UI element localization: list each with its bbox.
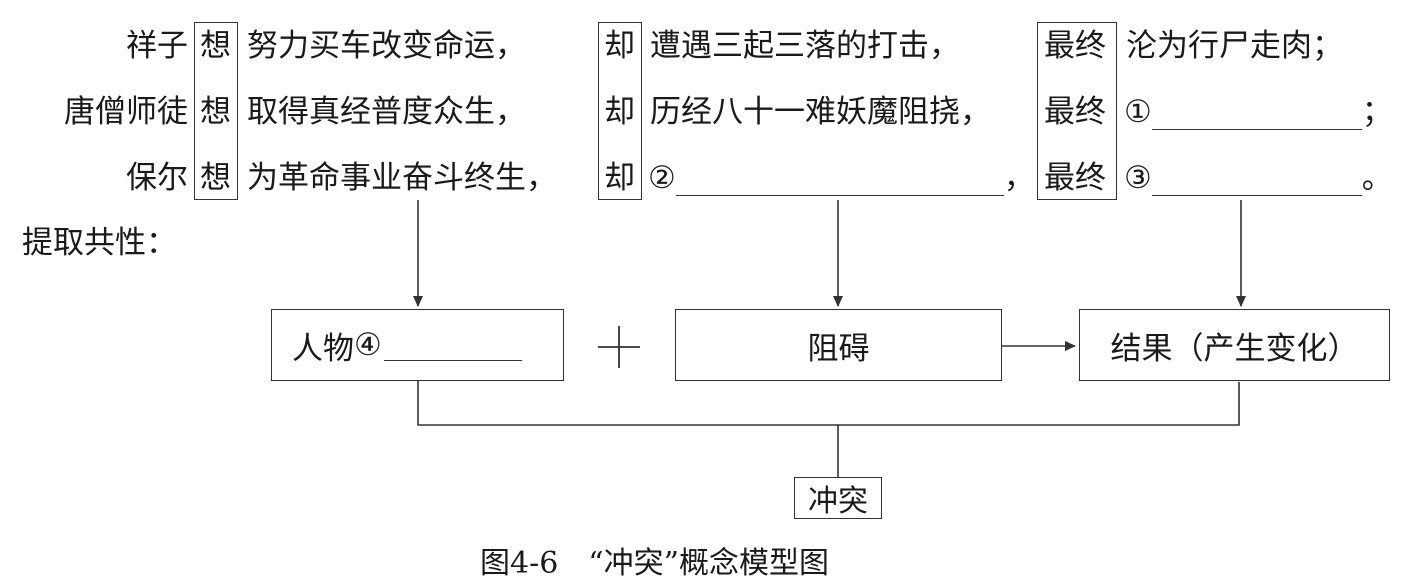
subject-3: 保尔: [126, 160, 188, 196]
but-word-3: 却: [604, 160, 635, 196]
obstacle-1: 遭遇三起三落的打击，: [650, 28, 960, 64]
subject-1: 祥子: [126, 28, 188, 64]
but-word-2: 却: [604, 94, 635, 130]
goal-2: 取得真经普度众生，: [247, 94, 526, 130]
obstacle-box: 阻碍: [675, 309, 1002, 381]
figure-caption: 图4-6 “冲突”概念模型图: [480, 546, 829, 581]
result-box: 结果（产生变化）: [1079, 309, 1390, 381]
goal-3: 为革命事业奋斗终生，: [247, 160, 557, 196]
final-word-2: 最终: [1044, 94, 1106, 130]
obstacle-2: 历经八十一难妖魔阻挠，: [650, 94, 991, 130]
conflict-label: 冲突: [808, 484, 868, 519]
subject-2: 唐僧师徒: [64, 94, 188, 130]
but-column-frame: [598, 22, 642, 200]
result-end-2: ；: [1361, 94, 1393, 130]
final-word-1: 最终: [1044, 28, 1106, 64]
obstacle-label: 阻碍: [807, 330, 870, 367]
character-label: 人物: [292, 330, 354, 367]
obstacle-end-3: ，: [1003, 160, 1035, 196]
want-word-2: 想: [200, 94, 231, 130]
final-word-3: 最终: [1044, 160, 1106, 196]
blank-number-1: ①: [1124, 94, 1152, 130]
conflict-box: 冲突: [794, 477, 882, 519]
goal-1: 努力买车改变命运，: [247, 28, 526, 64]
result-blank-3: ③。: [1124, 160, 1393, 196]
answer-blank-4[interactable]: [383, 330, 522, 361]
character-blank-number: ④: [354, 327, 382, 363]
answer-blank-1[interactable]: [1151, 99, 1362, 130]
answer-blank-2[interactable]: [675, 165, 1004, 196]
want-word-1: 想: [200, 28, 231, 64]
want-column-frame: [194, 22, 238, 200]
want-word-3: 想: [200, 160, 231, 196]
result-end-3: 。: [1361, 160, 1393, 196]
but-word-1: 却: [604, 28, 635, 64]
blank-number-3: ③: [1124, 160, 1152, 196]
obstacle-blank-3: ②，: [648, 160, 1035, 196]
bracket-line: [417, 381, 1240, 426]
extract-label: 提取共性：: [22, 225, 177, 261]
result-blank-2: ①；: [1124, 94, 1393, 130]
result-1: 沦为行尸走肉；: [1126, 28, 1343, 64]
answer-blank-3[interactable]: [1151, 165, 1362, 196]
final-column-frame: [1037, 22, 1117, 200]
result-label: 结果（产生变化）: [1110, 330, 1359, 367]
blank-number-2: ②: [648, 160, 676, 196]
